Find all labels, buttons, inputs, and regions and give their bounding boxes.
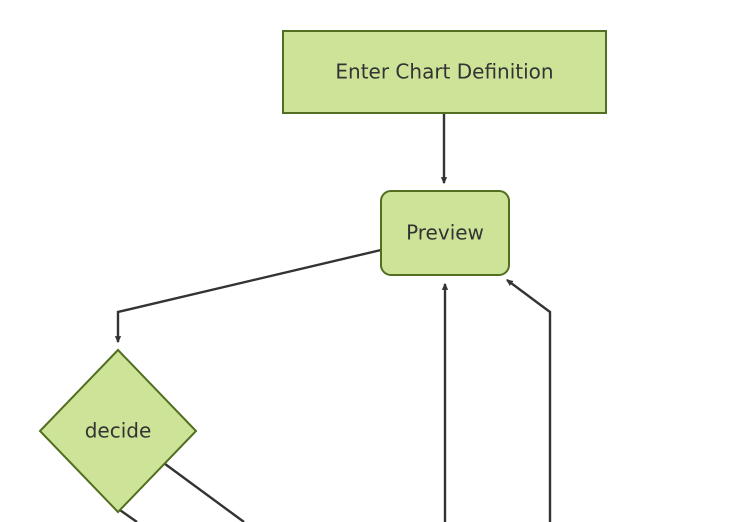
node-preview-shape[interactable] — [380, 190, 510, 276]
node-enter-chart-definition-label: Enter Chart Definition — [335, 60, 553, 84]
edge-decide-to-offscreen-bottom-right — [160, 460, 245, 522]
node-decide-label: decide — [85, 419, 152, 443]
node-decide-shape[interactable] — [38, 348, 198, 514]
node-decide[interactable]: decide — [38, 348, 198, 514]
node-layer: Enter Chart Definition Preview decide — [38, 30, 607, 514]
edge-preview-to-decide — [114, 248, 382, 344]
node-enter-chart-definition-shape[interactable] — [282, 30, 607, 114]
node-preview[interactable]: Preview — [380, 190, 510, 276]
edge-return-right-to-preview — [506, 279, 552, 522]
node-enter-chart-definition[interactable]: Enter Chart Definition — [282, 30, 607, 114]
node-preview-label: Preview — [406, 221, 484, 245]
edge-layer — [114, 113, 552, 522]
